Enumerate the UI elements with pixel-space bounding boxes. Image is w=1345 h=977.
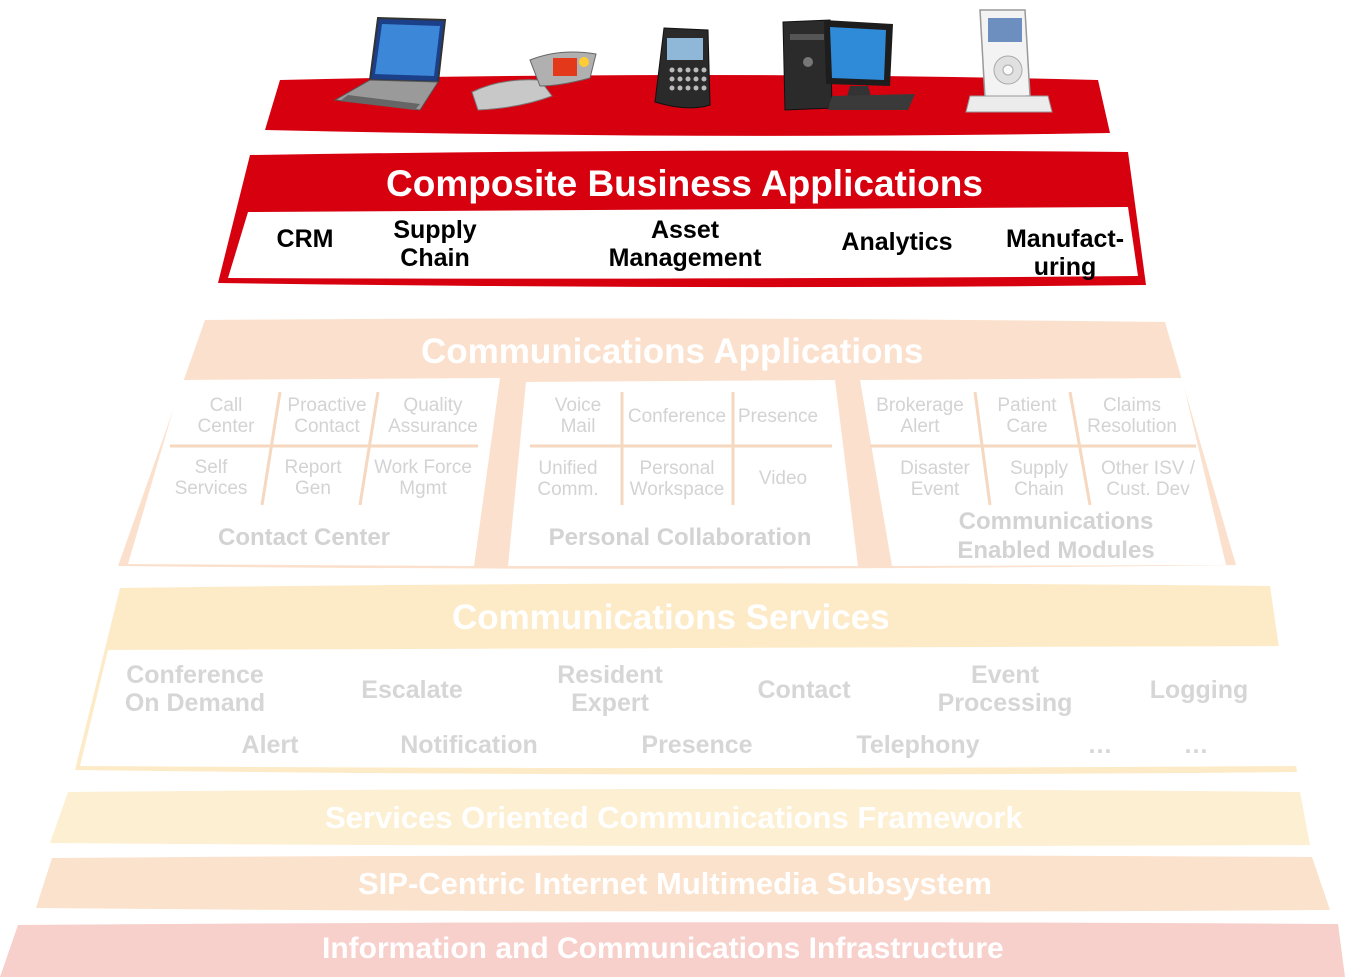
cc-work-force-mgmt: Work Force Mgmt	[374, 457, 472, 499]
cc-call-center: Call Center	[197, 395, 255, 437]
blackberry-icon	[654, 27, 711, 109]
enabled-modules-box	[860, 378, 1226, 566]
em-patient-care: Patient Care	[997, 395, 1057, 437]
comm-services-title: Communications Services	[452, 598, 890, 637]
pc-presence: Presence	[737, 406, 819, 427]
svc-contact: Contact	[757, 676, 851, 704]
laptop-icon	[333, 16, 447, 111]
personal-collab-box	[508, 380, 858, 566]
app-asset-management: Asset Management	[608, 216, 762, 272]
personal-collaboration-label: Personal Collaboration	[548, 524, 812, 551]
comm-services-inner	[80, 646, 1296, 768]
em-supply-chain: Supply Chain	[1009, 458, 1069, 500]
composite-title: Composite Business Applications	[386, 163, 983, 204]
cell-phone-icon	[471, 51, 597, 111]
framework-band	[50, 789, 1310, 847]
svc-conference-on-demand: Conference On Demand	[124, 661, 266, 717]
em-claims-resolution: Claims Resolution	[1087, 395, 1177, 437]
desktop-pc-icon	[782, 19, 915, 111]
infra-band	[0, 922, 1345, 977]
cc-self-services: Self Services	[174, 457, 248, 499]
framework-title: Services Oriented Communications Framewo…	[325, 800, 1023, 835]
pc-video: Video	[758, 468, 808, 489]
app-manufacturing: Manufact- uring	[1005, 225, 1125, 281]
em-disaster-event: Disaster Event	[900, 458, 970, 500]
app-supply-chain: Supply Chain	[393, 216, 477, 272]
svc-more-1: …	[1087, 731, 1113, 759]
ipod-icon	[965, 9, 1053, 113]
app-analytics: Analytics	[841, 228, 953, 256]
enabled-modules-label: Communications Enabled Modules	[957, 508, 1155, 564]
cc-report-gen: Report Gen	[284, 457, 342, 499]
svc-presence: Presence	[641, 731, 753, 759]
svc-notification: Notification	[400, 731, 538, 759]
svc-escalate: Escalate	[361, 676, 463, 704]
comm-apps-title: Communications Applications	[421, 332, 924, 371]
svc-telephony: Telephony	[856, 731, 980, 759]
pc-voice-mail: Voice Mail	[554, 395, 602, 437]
pc-personal-workspace: Personal Workspace	[629, 458, 725, 500]
svc-logging: Logging	[1149, 676, 1249, 704]
svc-alert: Alert	[241, 731, 299, 759]
sip-title: SIP-Centric Internet Multimedia Subsyste…	[358, 866, 992, 901]
contact-center-box	[128, 378, 500, 566]
em-other-isv: Other ISV / Cust. Dev	[1101, 458, 1195, 500]
cc-proactive-contact: Proactive Contact	[287, 395, 367, 437]
em-brokerage-alert: Brokerage Alert	[876, 395, 964, 437]
pc-unified-comm: Unified Comm.	[537, 458, 599, 500]
sip-band	[36, 855, 1330, 912]
pc-conference: Conference	[627, 406, 727, 427]
app-crm: CRM	[276, 225, 334, 253]
svc-event-processing: Event Processing	[937, 661, 1073, 717]
svc-resident-expert: Resident Expert	[557, 661, 663, 717]
cc-quality-assurance: Quality Assurance	[388, 395, 478, 437]
composite-inner	[228, 207, 1138, 279]
infrastructure-title: Information and Communications Infrastru…	[322, 932, 1004, 965]
contact-center-label: Contact Center	[217, 524, 391, 551]
svc-more-2: …	[1183, 731, 1209, 759]
